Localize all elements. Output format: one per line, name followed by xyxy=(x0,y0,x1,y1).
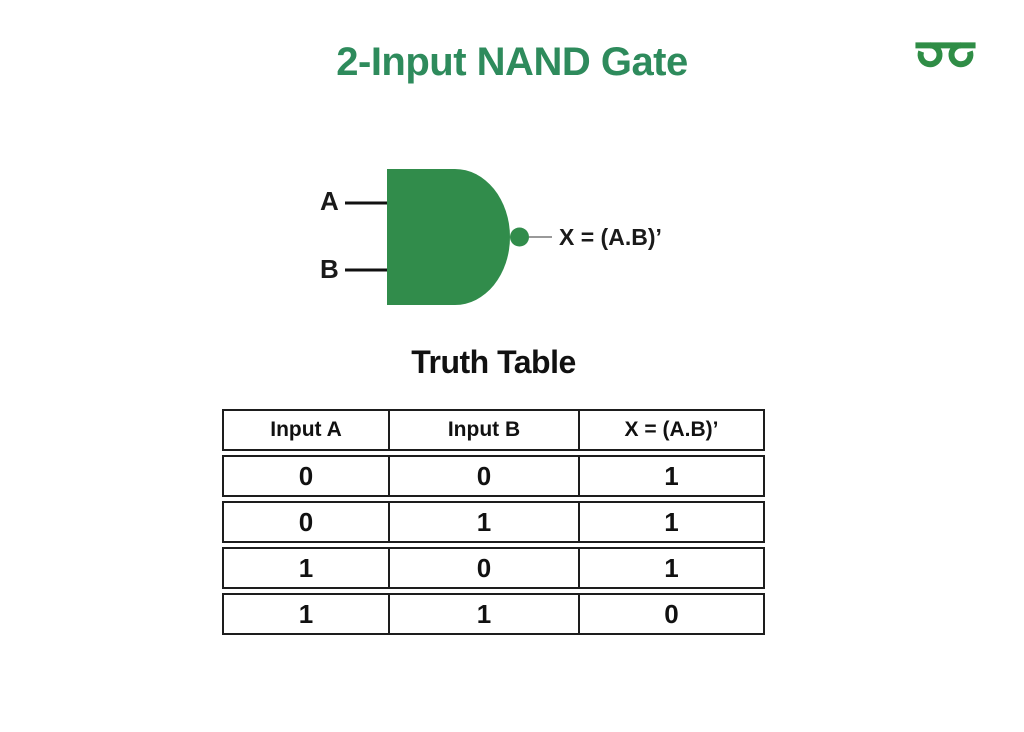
gate-output-label: X = (A.B)’ xyxy=(559,224,662,250)
table-cell: 1 xyxy=(578,457,763,495)
geeksforgeeks-logo-icon xyxy=(915,42,976,68)
input-b-label: B xyxy=(320,254,339,284)
table-cell: 0 xyxy=(298,506,314,537)
nand-gate-diagram: A B X = (A.B)’ xyxy=(320,169,662,305)
table-row: 0 1 1 xyxy=(222,501,765,543)
truth-table: Input A Input B X = (A.B)’ 0 0 1 0 1 1 1… xyxy=(222,409,765,635)
table-row: 1 1 0 xyxy=(222,593,765,635)
table-cell: 0 xyxy=(388,549,578,587)
table-cell: 0 xyxy=(578,595,763,633)
inversion-bubble xyxy=(510,227,529,247)
table-cell: 1 xyxy=(298,598,314,629)
truth-table-heading: Truth Table xyxy=(411,344,576,380)
column-header-input-a: Input A xyxy=(270,418,342,441)
input-a-label: A xyxy=(320,186,339,216)
table-row: 1 0 1 xyxy=(222,547,765,589)
table-cell: 1 xyxy=(578,549,763,587)
nand-gate-body xyxy=(387,169,510,305)
truth-table-header-row: Input A Input B X = (A.B)’ xyxy=(222,409,765,451)
table-cell: 1 xyxy=(298,552,314,583)
column-header-input-b: Input B xyxy=(388,411,578,449)
table-cell: 0 xyxy=(388,457,578,495)
table-cell: 1 xyxy=(578,503,763,541)
table-row: 0 0 1 xyxy=(222,455,765,497)
page-title: 2-Input NAND Gate xyxy=(336,40,688,84)
table-cell: 1 xyxy=(388,595,578,633)
column-header-output: X = (A.B)’ xyxy=(578,411,763,449)
table-cell: 1 xyxy=(388,503,578,541)
table-cell: 0 xyxy=(298,460,314,491)
